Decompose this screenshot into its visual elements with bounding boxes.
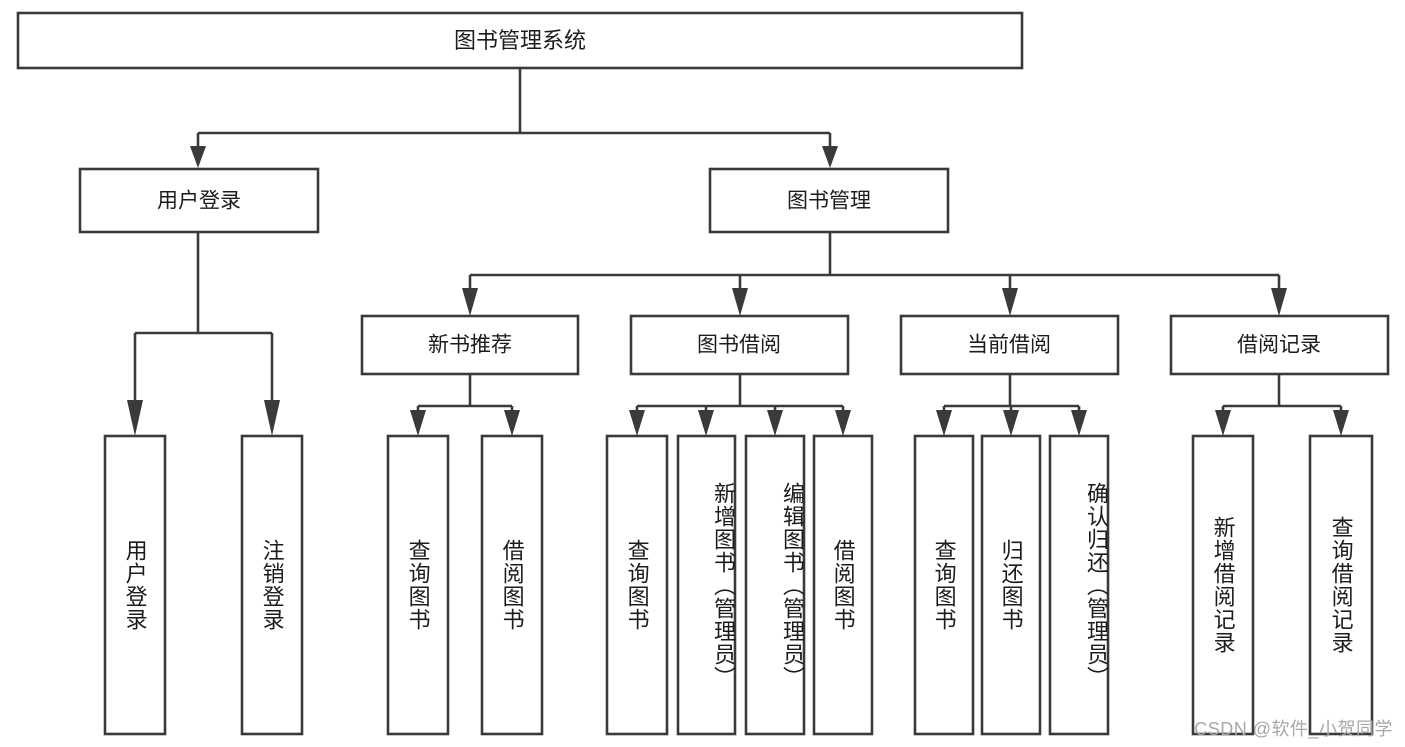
leaf-box-user-login-1[interactable] <box>103 434 167 736</box>
leaf-box-new-book-1[interactable] <box>386 434 450 736</box>
arrowhead-current-borrow <box>1002 288 1018 316</box>
arrowhead-leaf-book-borrow-1 <box>629 410 645 436</box>
arrowhead-leaf-borrow-record-2 <box>1333 410 1349 436</box>
node-root-box[interactable] <box>16 11 1024 70</box>
node-user-login-label: 用户登录 <box>157 190 241 213</box>
leaf-box-borrow-record-2[interactable] <box>1308 434 1374 736</box>
node-new-book-box[interactable] <box>360 314 580 376</box>
watermark-text: CSDN @软件_小贺同学 <box>1194 719 1393 739</box>
node-book-manage-label: 图书管理 <box>787 190 871 213</box>
node-book-manage-box[interactable] <box>708 167 950 234</box>
arrowhead-borrow-record <box>1271 288 1287 316</box>
arrowhead-leaf-user-login-2 <box>264 400 280 436</box>
leaf-box-user-login-2[interactable] <box>240 434 304 736</box>
arrowhead-user-login <box>190 146 206 168</box>
arrowhead-leaf-book-borrow-3 <box>767 410 783 436</box>
node-book-borrow-box[interactable] <box>629 314 850 376</box>
node-root-label: 图书管理系统 <box>454 28 586 53</box>
arrowhead-leaf-user-login-1 <box>127 400 143 436</box>
arrowhead-leaf-new-book-1 <box>410 410 426 436</box>
arrowhead-leaf-book-borrow-2 <box>698 410 714 436</box>
leaf-box-book-borrow-3[interactable] <box>744 434 806 736</box>
arrowhead-leaf-current-borrow-2 <box>1003 410 1019 436</box>
node-user-login-box[interactable] <box>78 167 320 234</box>
leaf-box-borrow-record-1[interactable] <box>1191 434 1255 736</box>
node-borrow-record-box[interactable] <box>1169 314 1390 376</box>
node-box-group <box>16 11 1390 736</box>
leaf-box-current-borrow-1[interactable] <box>913 434 975 736</box>
arrowhead-leaf-book-borrow-4 <box>835 410 851 436</box>
arrowhead-leaf-new-book-2 <box>504 410 520 436</box>
leaf-box-current-borrow-3[interactable] <box>1048 434 1110 736</box>
arrowhead-leaf-borrow-record-1 <box>1215 410 1231 436</box>
node-new-book-label: 新书推荐 <box>428 334 512 357</box>
leaf-box-book-borrow-1[interactable] <box>605 434 669 736</box>
arrowhead-leaf-current-borrow-3 <box>1071 410 1087 436</box>
node-book-borrow-label: 图书借阅 <box>697 334 781 357</box>
leaf-box-book-borrow-4[interactable] <box>812 434 874 736</box>
node-current-borrow-label: 当前借阅 <box>967 334 1051 357</box>
node-borrow-record-label: 借阅记录 <box>1237 334 1321 357</box>
arrowhead-book-borrow <box>732 288 748 316</box>
arrowhead-book-manage <box>822 146 838 168</box>
leaf-box-new-book-2[interactable] <box>480 434 544 736</box>
arrowhead-new-book <box>462 288 478 316</box>
node-current-borrow-box[interactable] <box>899 314 1120 376</box>
connector-group <box>127 68 1349 436</box>
node-label-group: 图书管理系统 用户登录 图书管理 新书推荐 图书借阅 当前借阅 借阅记录 <box>157 28 1321 357</box>
leaf-box-current-borrow-2[interactable] <box>980 434 1042 736</box>
arrowhead-leaf-current-borrow-1 <box>936 410 952 436</box>
leaf-box-book-borrow-2[interactable] <box>676 434 737 736</box>
